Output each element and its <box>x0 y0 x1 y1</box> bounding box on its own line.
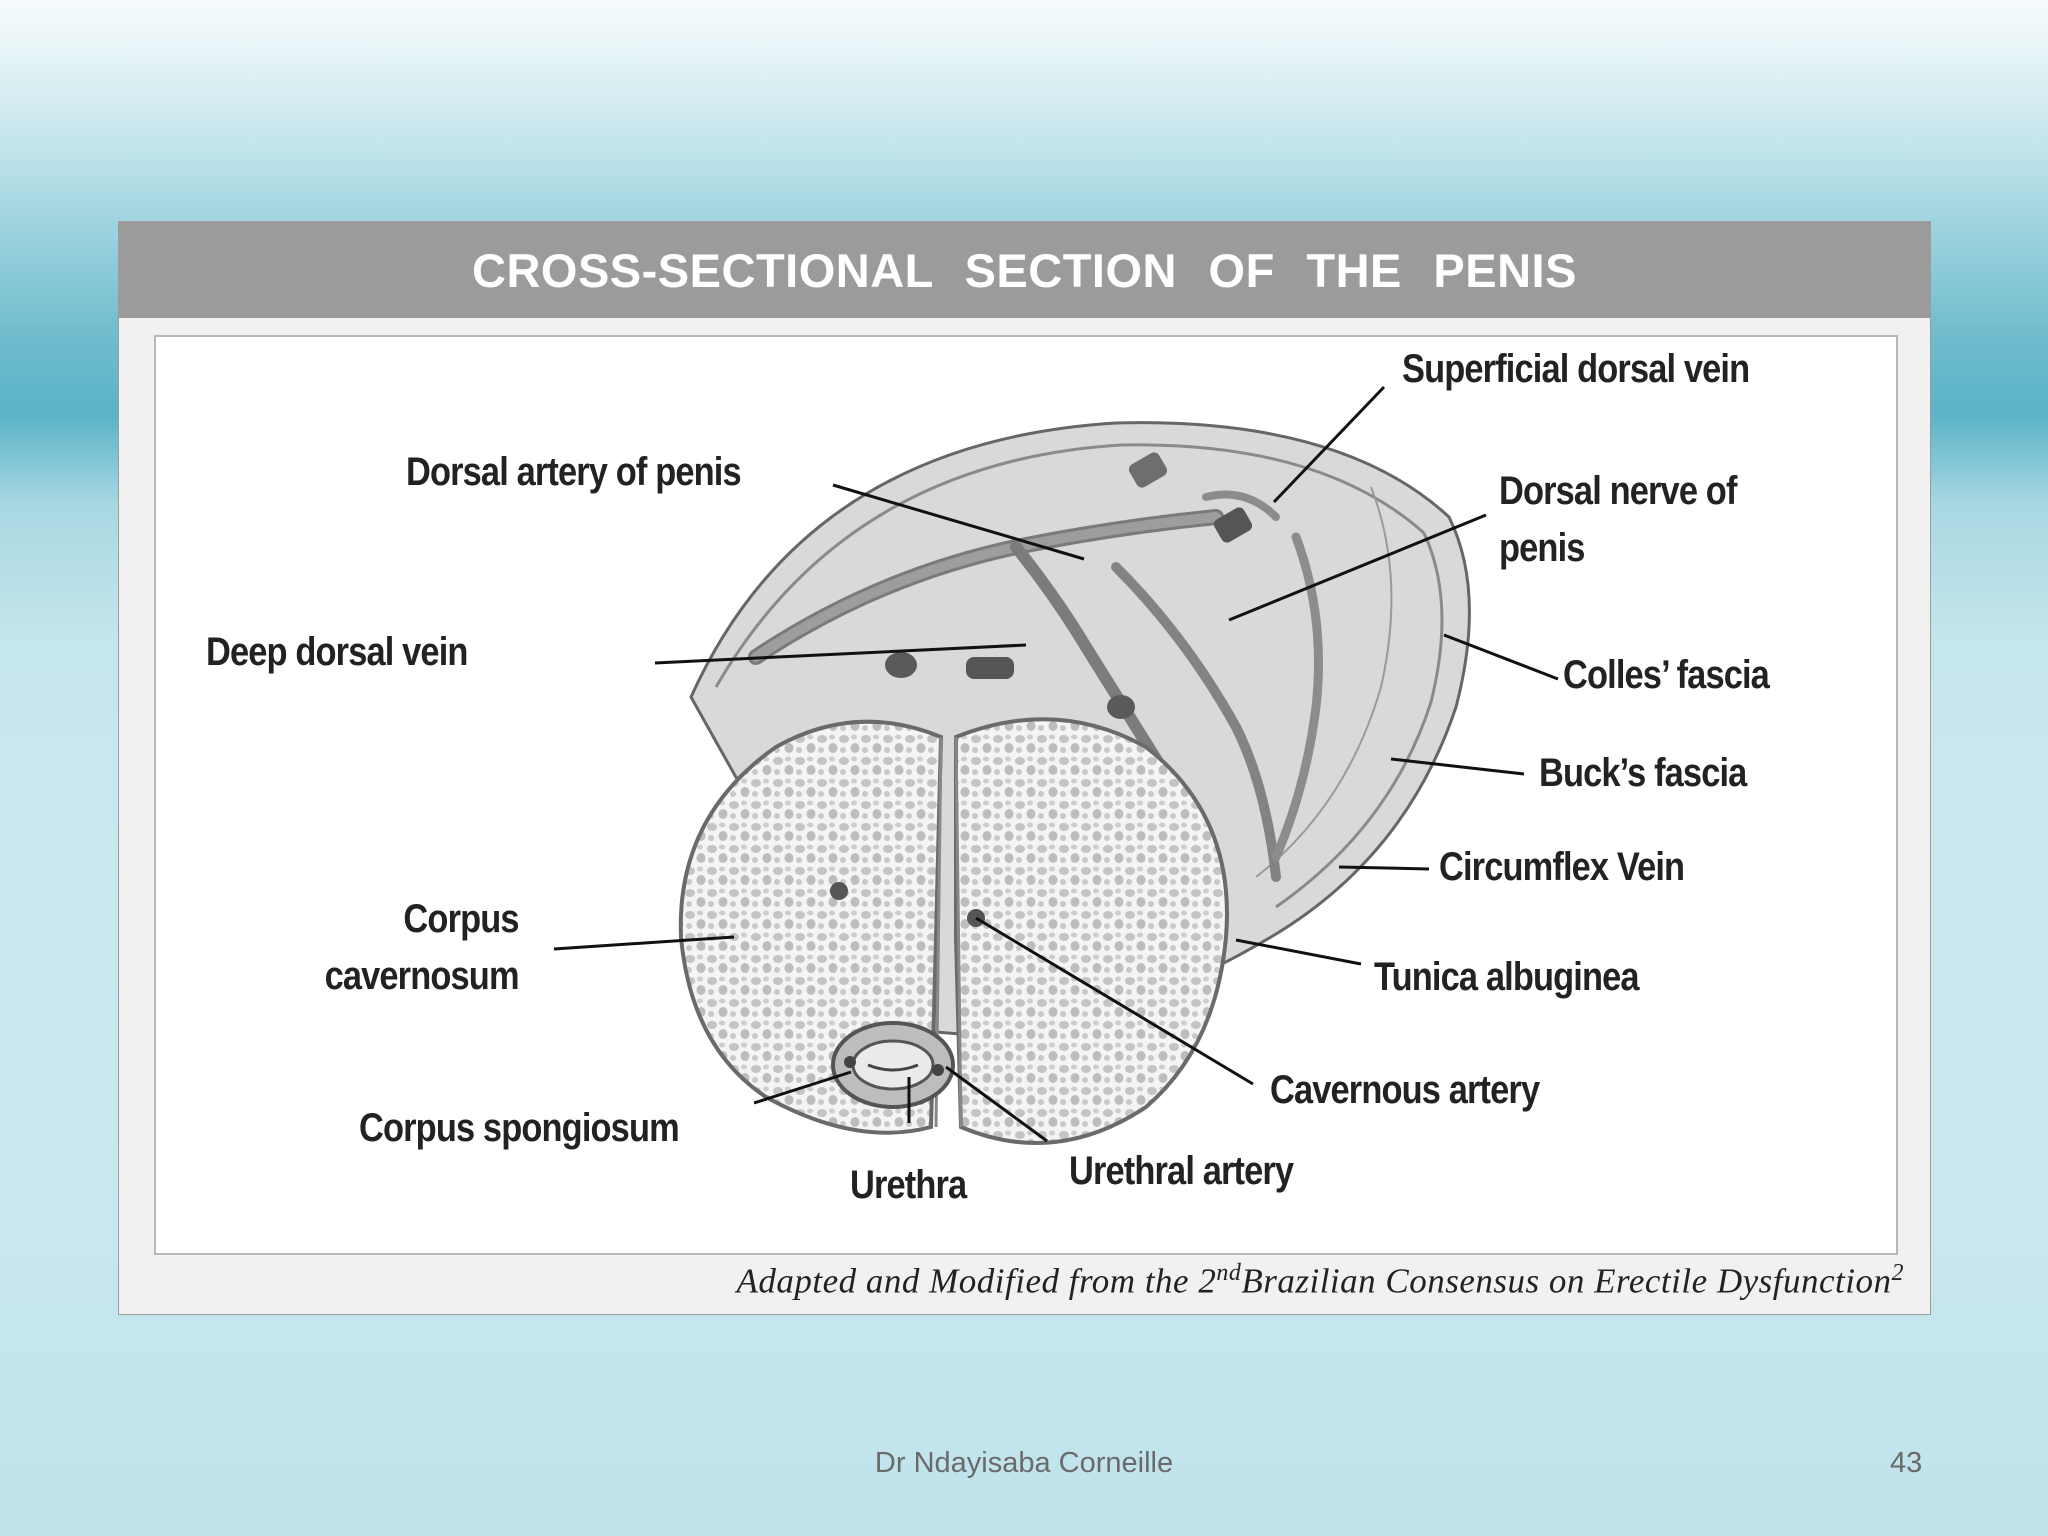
diagram-figure: CROSS-SECTIONAL SECTION OF THE PENIS <box>118 221 1931 1315</box>
leader-deep-dorsal-vein <box>654 643 1027 665</box>
label-corpus-spongiosum: Corpus spongiosum <box>359 1106 680 1150</box>
figure-header: CROSS-SECTIONAL SECTION OF THE PENIS <box>119 222 1930 318</box>
citation-reference-number: 2 <box>1891 1260 1904 1286</box>
citation-superscript: nd <box>1216 1260 1242 1286</box>
leader-lines <box>553 385 1559 1143</box>
corpus-spongiosum <box>831 1021 955 1109</box>
citation-text: Adapted and Modified from the 2 <box>736 1261 1217 1301</box>
leader-dorsal-artery <box>832 483 1085 561</box>
leader-superficial-dorsal-vein <box>1272 385 1386 504</box>
leader-corpus-cavernosum <box>553 935 735 951</box>
figure-title: CROSS-SECTIONAL SECTION OF THE PENIS <box>472 243 1577 297</box>
leader-dorsal-nerve <box>1228 513 1487 622</box>
leader-urethral-artery <box>945 1065 1048 1143</box>
leader-tunica-albuginea <box>1235 938 1362 966</box>
label-bucks-fascia: Buck’s fascia <box>1539 751 1747 795</box>
footer-author: Dr Ndayisaba Corneille <box>874 1447 1174 1479</box>
label-dorsal-artery: Dorsal artery of penis <box>406 450 742 494</box>
label-urethral-artery: Urethral artery <box>1069 1149 1294 1193</box>
label-tunica-albuginea: Tunica albuginea <box>1374 955 1640 999</box>
citation-text-rest: Brazilian Consensus on Erectile Dysfunct… <box>1241 1261 1892 1301</box>
leader-colles-fascia <box>1443 633 1559 681</box>
label-cavernous-artery: Cavernous artery <box>1270 1068 1540 1112</box>
diagram-panel: Superficial dorsal vein Dorsal artery of… <box>154 335 1898 1255</box>
label-corpus-cavernosum: Corpus cavernosum <box>324 897 520 998</box>
label-urethra: Urethra <box>850 1163 967 1207</box>
leader-corpus-spongiosum <box>753 1070 852 1105</box>
leader-bucks-fascia <box>1390 757 1525 776</box>
label-circumflex-vein: Circumflex Vein <box>1439 845 1685 889</box>
leader-cavernous-artery <box>975 916 1254 1086</box>
leader-circumflex-vein <box>1338 865 1430 871</box>
label-superficial-dorsal-vein: Superficial dorsal vein <box>1402 347 1750 391</box>
label-colles-fascia: Colles’ fascia <box>1563 653 1770 697</box>
slide-number: 43 <box>1890 1447 1923 1479</box>
label-deep-dorsal-vein: Deep dorsal vein <box>206 630 468 674</box>
penis-cross-section-illustration <box>553 385 1559 1145</box>
figure-citation: Adapted and Modified from the 2ndBrazili… <box>737 1260 1905 1302</box>
label-dorsal-nerve: Dorsal nerve of penis <box>1499 469 1737 570</box>
